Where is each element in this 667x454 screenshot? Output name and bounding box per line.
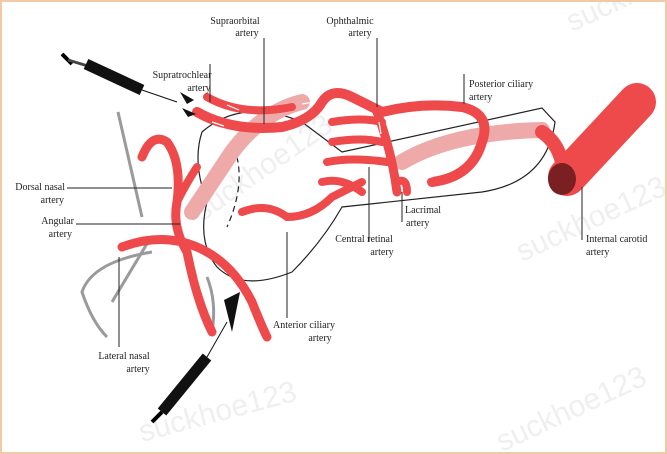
label-anterior-ciliary: Anterior ciliary xyxy=(273,320,335,331)
supraorbital-vessel xyxy=(192,88,387,133)
label-ophthalmic-2: artery xyxy=(348,28,371,39)
label-dorsal-nasal-2: artery xyxy=(41,195,64,206)
label-ophthalmic: Ophthalmic xyxy=(326,16,374,27)
lacrimal-vessel xyxy=(393,176,411,196)
label-lacrimal: Lacrimal xyxy=(405,205,441,216)
label-angular-2: artery xyxy=(49,229,72,240)
supratrochlear-vessel xyxy=(203,93,296,115)
label-posterior-ciliary: Posterior ciliary xyxy=(469,79,533,90)
label-lacrimal-2: artery xyxy=(406,218,429,229)
angular-vessel xyxy=(173,163,201,206)
label-supraorbital-2: artery xyxy=(235,28,258,39)
flow-arrows xyxy=(184,101,435,293)
label-supratrochlear-2: artery xyxy=(187,83,210,94)
ophthalmic-vessel xyxy=(377,100,490,187)
label-lateral-nasal-2: artery xyxy=(126,364,149,375)
label-dorsal-nasal: Dorsal nasal xyxy=(15,182,65,193)
watermark: suckhoe123 xyxy=(491,360,652,454)
label-anterior-ciliary-2: artery xyxy=(308,333,331,344)
leader-lines xyxy=(67,38,583,347)
label-internal-carotid: Internal carotid xyxy=(586,234,647,245)
label-supraorbital: Supraorbital xyxy=(210,16,260,27)
label-central-retinal-2: artery xyxy=(370,247,393,258)
carotid-link xyxy=(535,125,569,169)
internal-carotid-vessel xyxy=(548,83,656,196)
labels: Supraorbital artery Ophthalmic artery Su… xyxy=(15,16,647,375)
label-posterior-ciliary-2: artery xyxy=(469,92,492,103)
label-angular: Angular xyxy=(41,216,74,227)
anterior-ciliary-vessel xyxy=(238,178,366,221)
watermarks: suckhoe123 suckhoe123 suckhoe123 suckhoe… xyxy=(135,2,667,454)
label-internal-carotid-2: artery xyxy=(586,247,609,258)
label-central-retinal: Central retinal xyxy=(335,234,393,245)
internal-carotid-lumen xyxy=(548,163,576,195)
syringe-bottom xyxy=(150,292,240,424)
watermark: suckhoe123 xyxy=(561,2,667,38)
ophthalmic-branch xyxy=(318,115,391,196)
syringe-top xyxy=(60,52,196,117)
arteries xyxy=(117,83,656,342)
label-supratrochlear: Supratrochlear xyxy=(153,70,213,81)
lateral-nasal-vessel xyxy=(117,235,272,342)
label-lateral-nasal: Lateral nasal xyxy=(98,351,150,362)
